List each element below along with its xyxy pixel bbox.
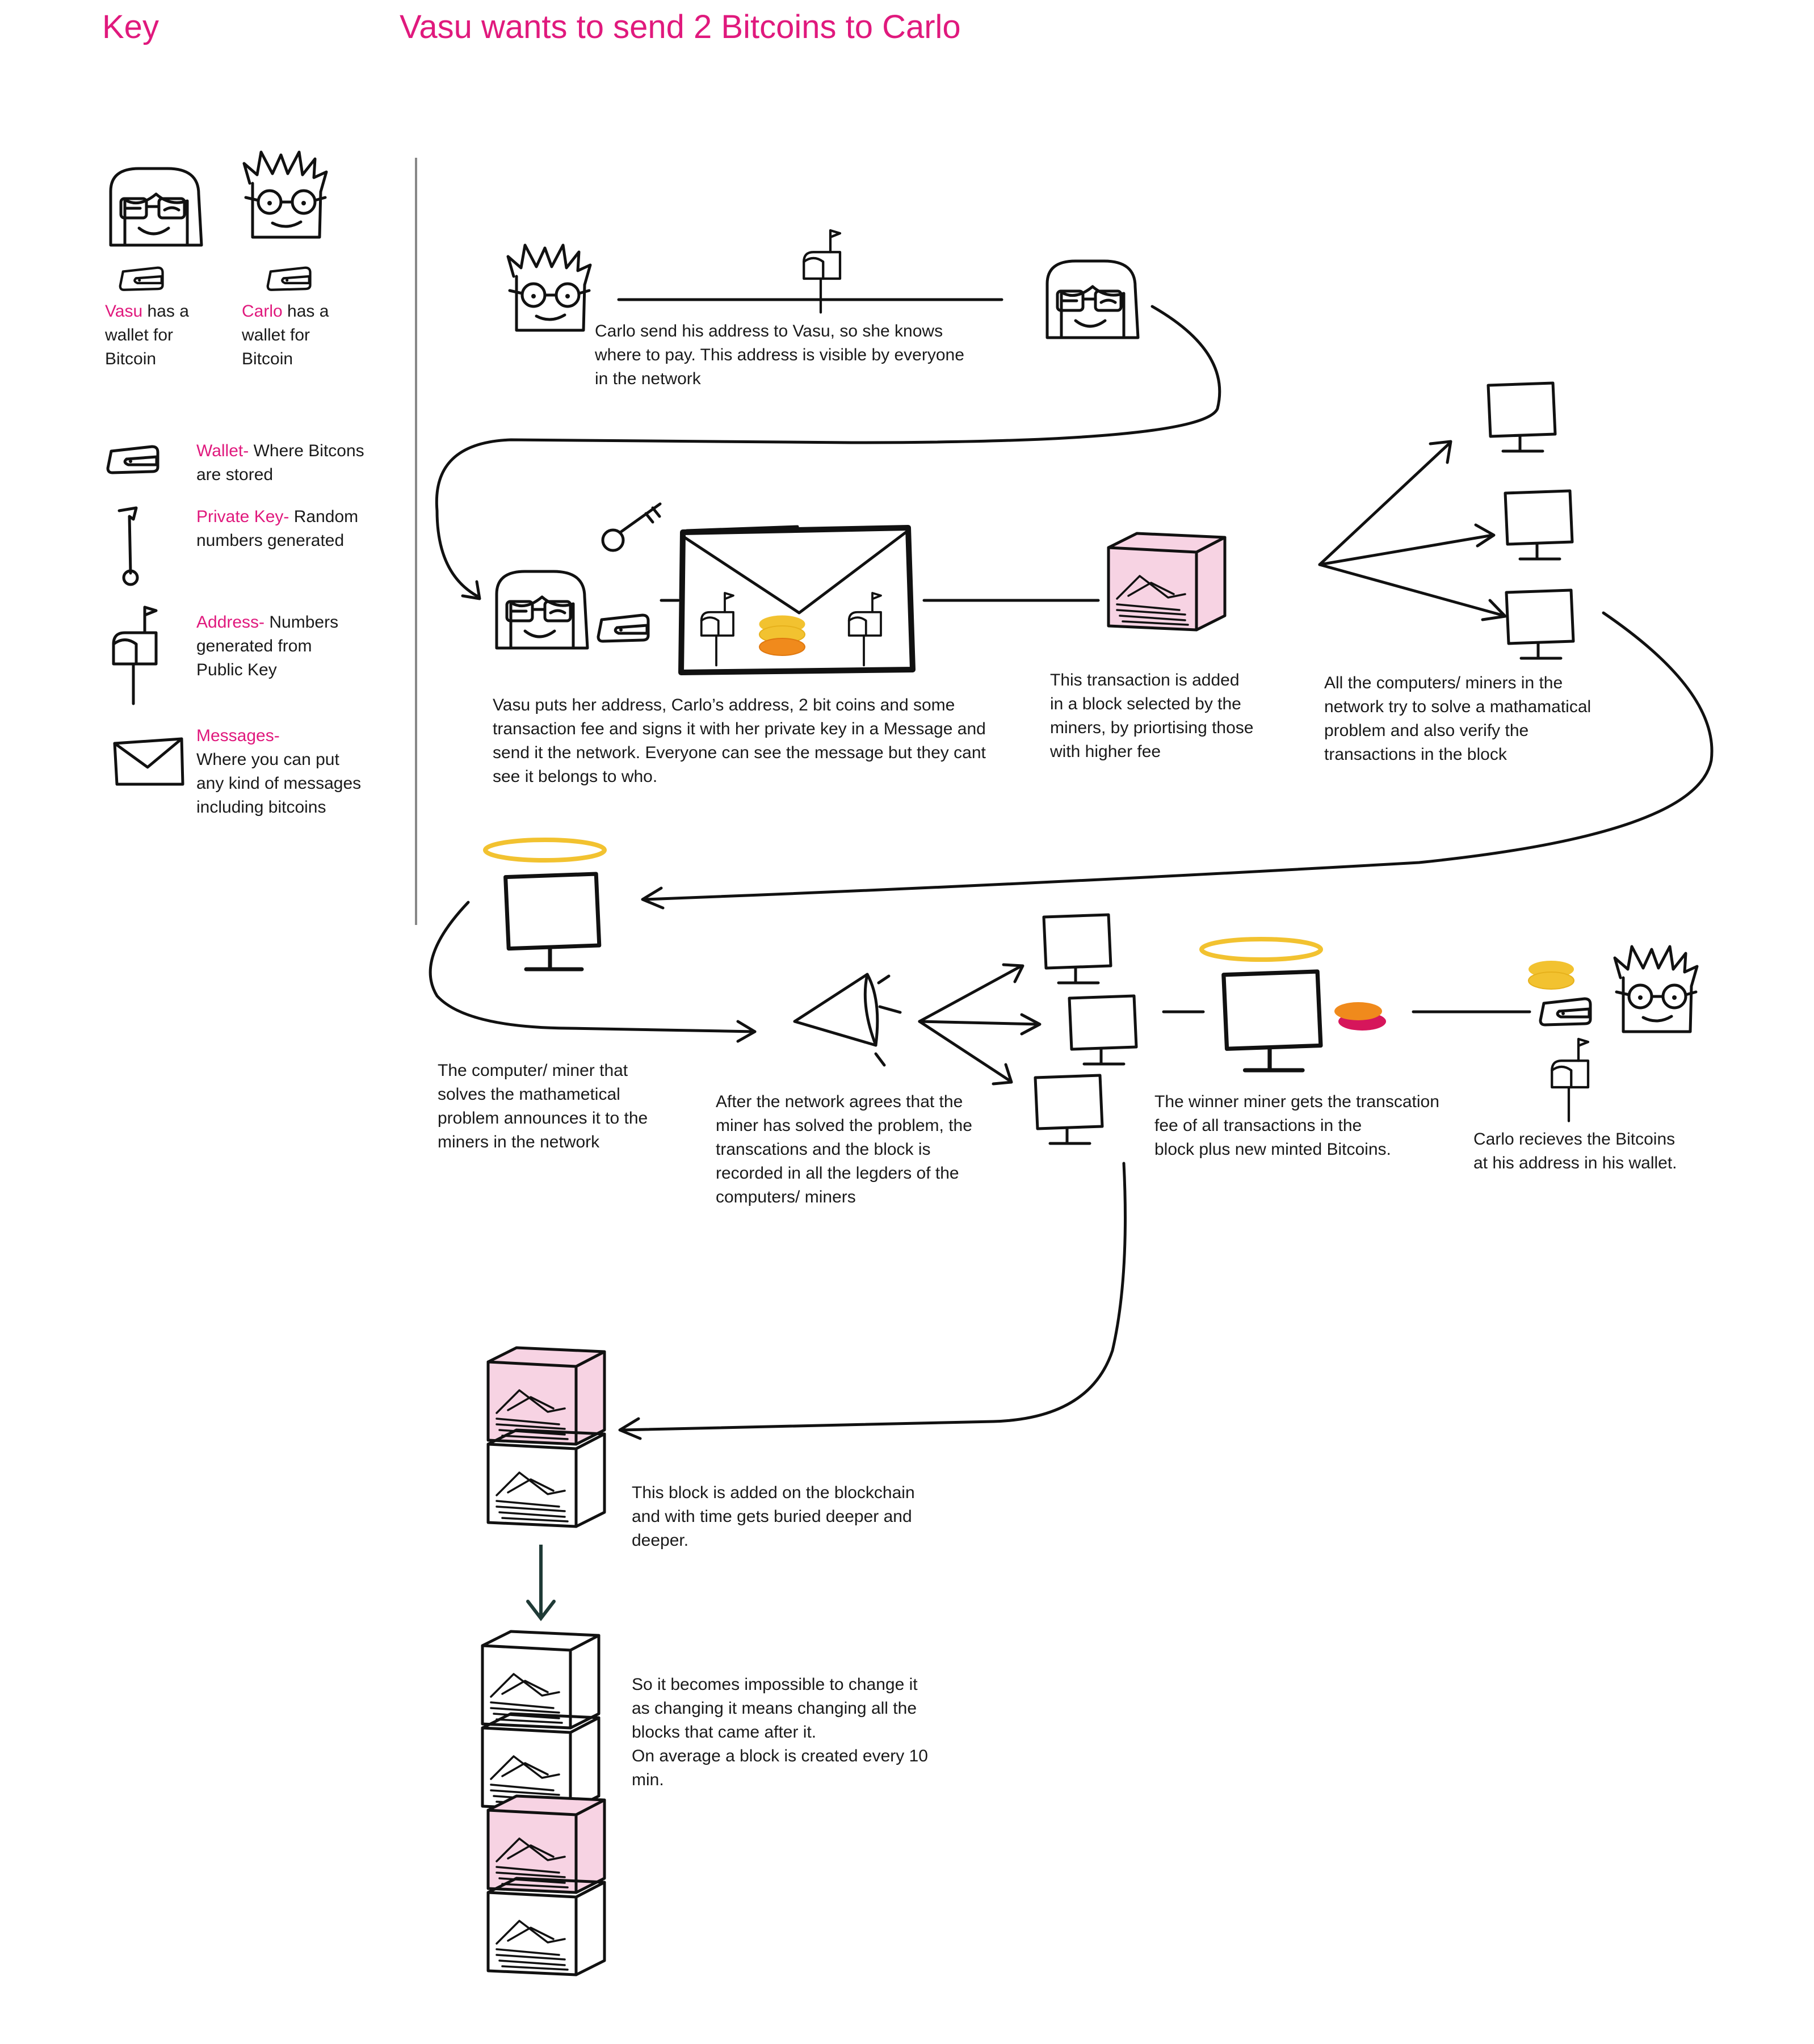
step5-text: The computer/ miner that solves the math… [438, 1061, 648, 1151]
step1-vasu-face-icon [1047, 261, 1138, 338]
key-vasu-desc: has a wallet for Bitcoin [105, 302, 189, 368]
key-private-key-icon [117, 506, 139, 586]
step4-monitor-icon-b [1505, 491, 1572, 559]
step4-monitor-icon-c [1506, 590, 1573, 658]
step7-halo-icon [1199, 937, 1323, 962]
arrowhead [641, 886, 665, 910]
step6-monitor-icon-c [1035, 1075, 1102, 1143]
page-title: Vasu wants to send 2 Bitcoins to Carlo [400, 9, 961, 45]
step2-vasu-face-icon [497, 571, 587, 648]
curve-4-5 [643, 611, 1714, 901]
key-carlo-desc: has a wallet for Bitcoin [242, 302, 329, 368]
step1-carlo-face-icon [508, 245, 590, 330]
step5-monitor-icon [506, 874, 599, 969]
step8-coins-icon [1528, 961, 1574, 990]
step7-text: The winner miner gets the transcation fe… [1154, 1092, 1439, 1159]
step9-block-cube-icon-a [488, 1348, 604, 1444]
step9-down-arrow [526, 1545, 556, 1621]
curve-1-2 [435, 305, 1221, 598]
key-private-key-desc: Random numbers generated [196, 507, 359, 550]
step10-block-cube-icon-d [488, 1878, 604, 1975]
key-heading: Key [102, 9, 159, 45]
step7-coins-icon [1334, 1002, 1386, 1031]
step6-text: After the network agrees that the miner … [716, 1092, 972, 1206]
step1-text: Carlo send his address to Vasu, so she k… [595, 322, 964, 388]
key-vasu-face-icon [111, 169, 201, 245]
step10-text: So it becomes impossible to change it as… [632, 1675, 928, 1789]
key-wallet-icon [108, 447, 158, 473]
curve-6-9 [620, 1162, 1127, 1432]
key-address-term: Address- [196, 613, 265, 632]
step8-carlo-face-icon [1615, 947, 1697, 1032]
arrowhead [736, 1020, 757, 1043]
key-vasu-label: Vasu has a wallet for Bitcoin [105, 300, 189, 371]
curve-5-6 [429, 901, 757, 1033]
key-messages-term: Messages- [196, 726, 280, 745]
step10-block-cube-icon-a [482, 1631, 599, 1728]
key-vasu-wallet-icon [120, 268, 163, 290]
step2-mailbox-icon-b [847, 592, 882, 667]
key-private-key-term: Private Key- [196, 507, 289, 526]
key-wallet-term: Wallet- [196, 441, 249, 460]
key-carlo-wallet-icon [268, 268, 310, 290]
step4-monitor-icon-a [1488, 383, 1555, 451]
step9-text: This block is added on the blockchain an… [632, 1483, 915, 1550]
step2-private-key-icon [601, 502, 662, 552]
step8-mailbox-icon [1552, 1039, 1588, 1121]
step2-text: Vasu puts her address, Carlo’s address, … [493, 696, 986, 786]
key-carlo-name: Carlo [242, 302, 283, 321]
key-wallet-entry: Wallet- Where Bitcons are stored [196, 439, 364, 487]
key-carlo-face-icon [244, 152, 326, 237]
key-vasu-name: Vasu [105, 302, 143, 321]
step6-monitor-icon-b [1069, 996, 1136, 1064]
key-private-key-entry: Private Key- Random numbers generated [196, 505, 358, 553]
key-mailbox-icon [114, 607, 156, 704]
step2-mailbox-icon-a [700, 592, 734, 667]
key-address-entry: Address- Numbers generated from Public K… [196, 611, 338, 682]
step2-wallet-icon [598, 615, 648, 641]
step3-text: This transaction is added in a block sel… [1050, 671, 1254, 761]
step2-coins-icon [759, 615, 805, 656]
key-messages-entry: Messages- Where you can put any kind of … [196, 724, 361, 819]
arrowhead [618, 1417, 642, 1440]
step3-block-cube-icon [1108, 533, 1225, 630]
step6-arrows [918, 963, 1042, 1086]
step7-monitor-icon [1224, 971, 1321, 1070]
key-wallet-desc: Where Bitcons are stored [196, 441, 364, 484]
step4-text: All the computers/ miners in the network… [1324, 674, 1592, 764]
step2-envelope-icon [678, 525, 916, 675]
key-envelope-icon [113, 737, 184, 786]
key-address-desc: Numbers generated from Public Key [196, 613, 339, 679]
step4-arrows [1318, 440, 1507, 621]
step8-wallet-icon [1540, 999, 1590, 1025]
step9-block-cube-icon-b [488, 1430, 604, 1526]
step10-block-cube-icon-c [488, 1796, 604, 1892]
step6-monitor-icon-a [1044, 915, 1111, 983]
step6-megaphone-icon [793, 973, 902, 1067]
step5-halo-icon [483, 838, 607, 863]
arrowhead [461, 580, 481, 600]
key-messages-desc: Where you can put any kind of messages i… [196, 750, 362, 817]
key-carlo-label: Carlo has a wallet for Bitcoin [242, 300, 329, 371]
step8-text: Carlo recieves the Bitcoins at his addre… [1473, 1130, 1677, 1172]
